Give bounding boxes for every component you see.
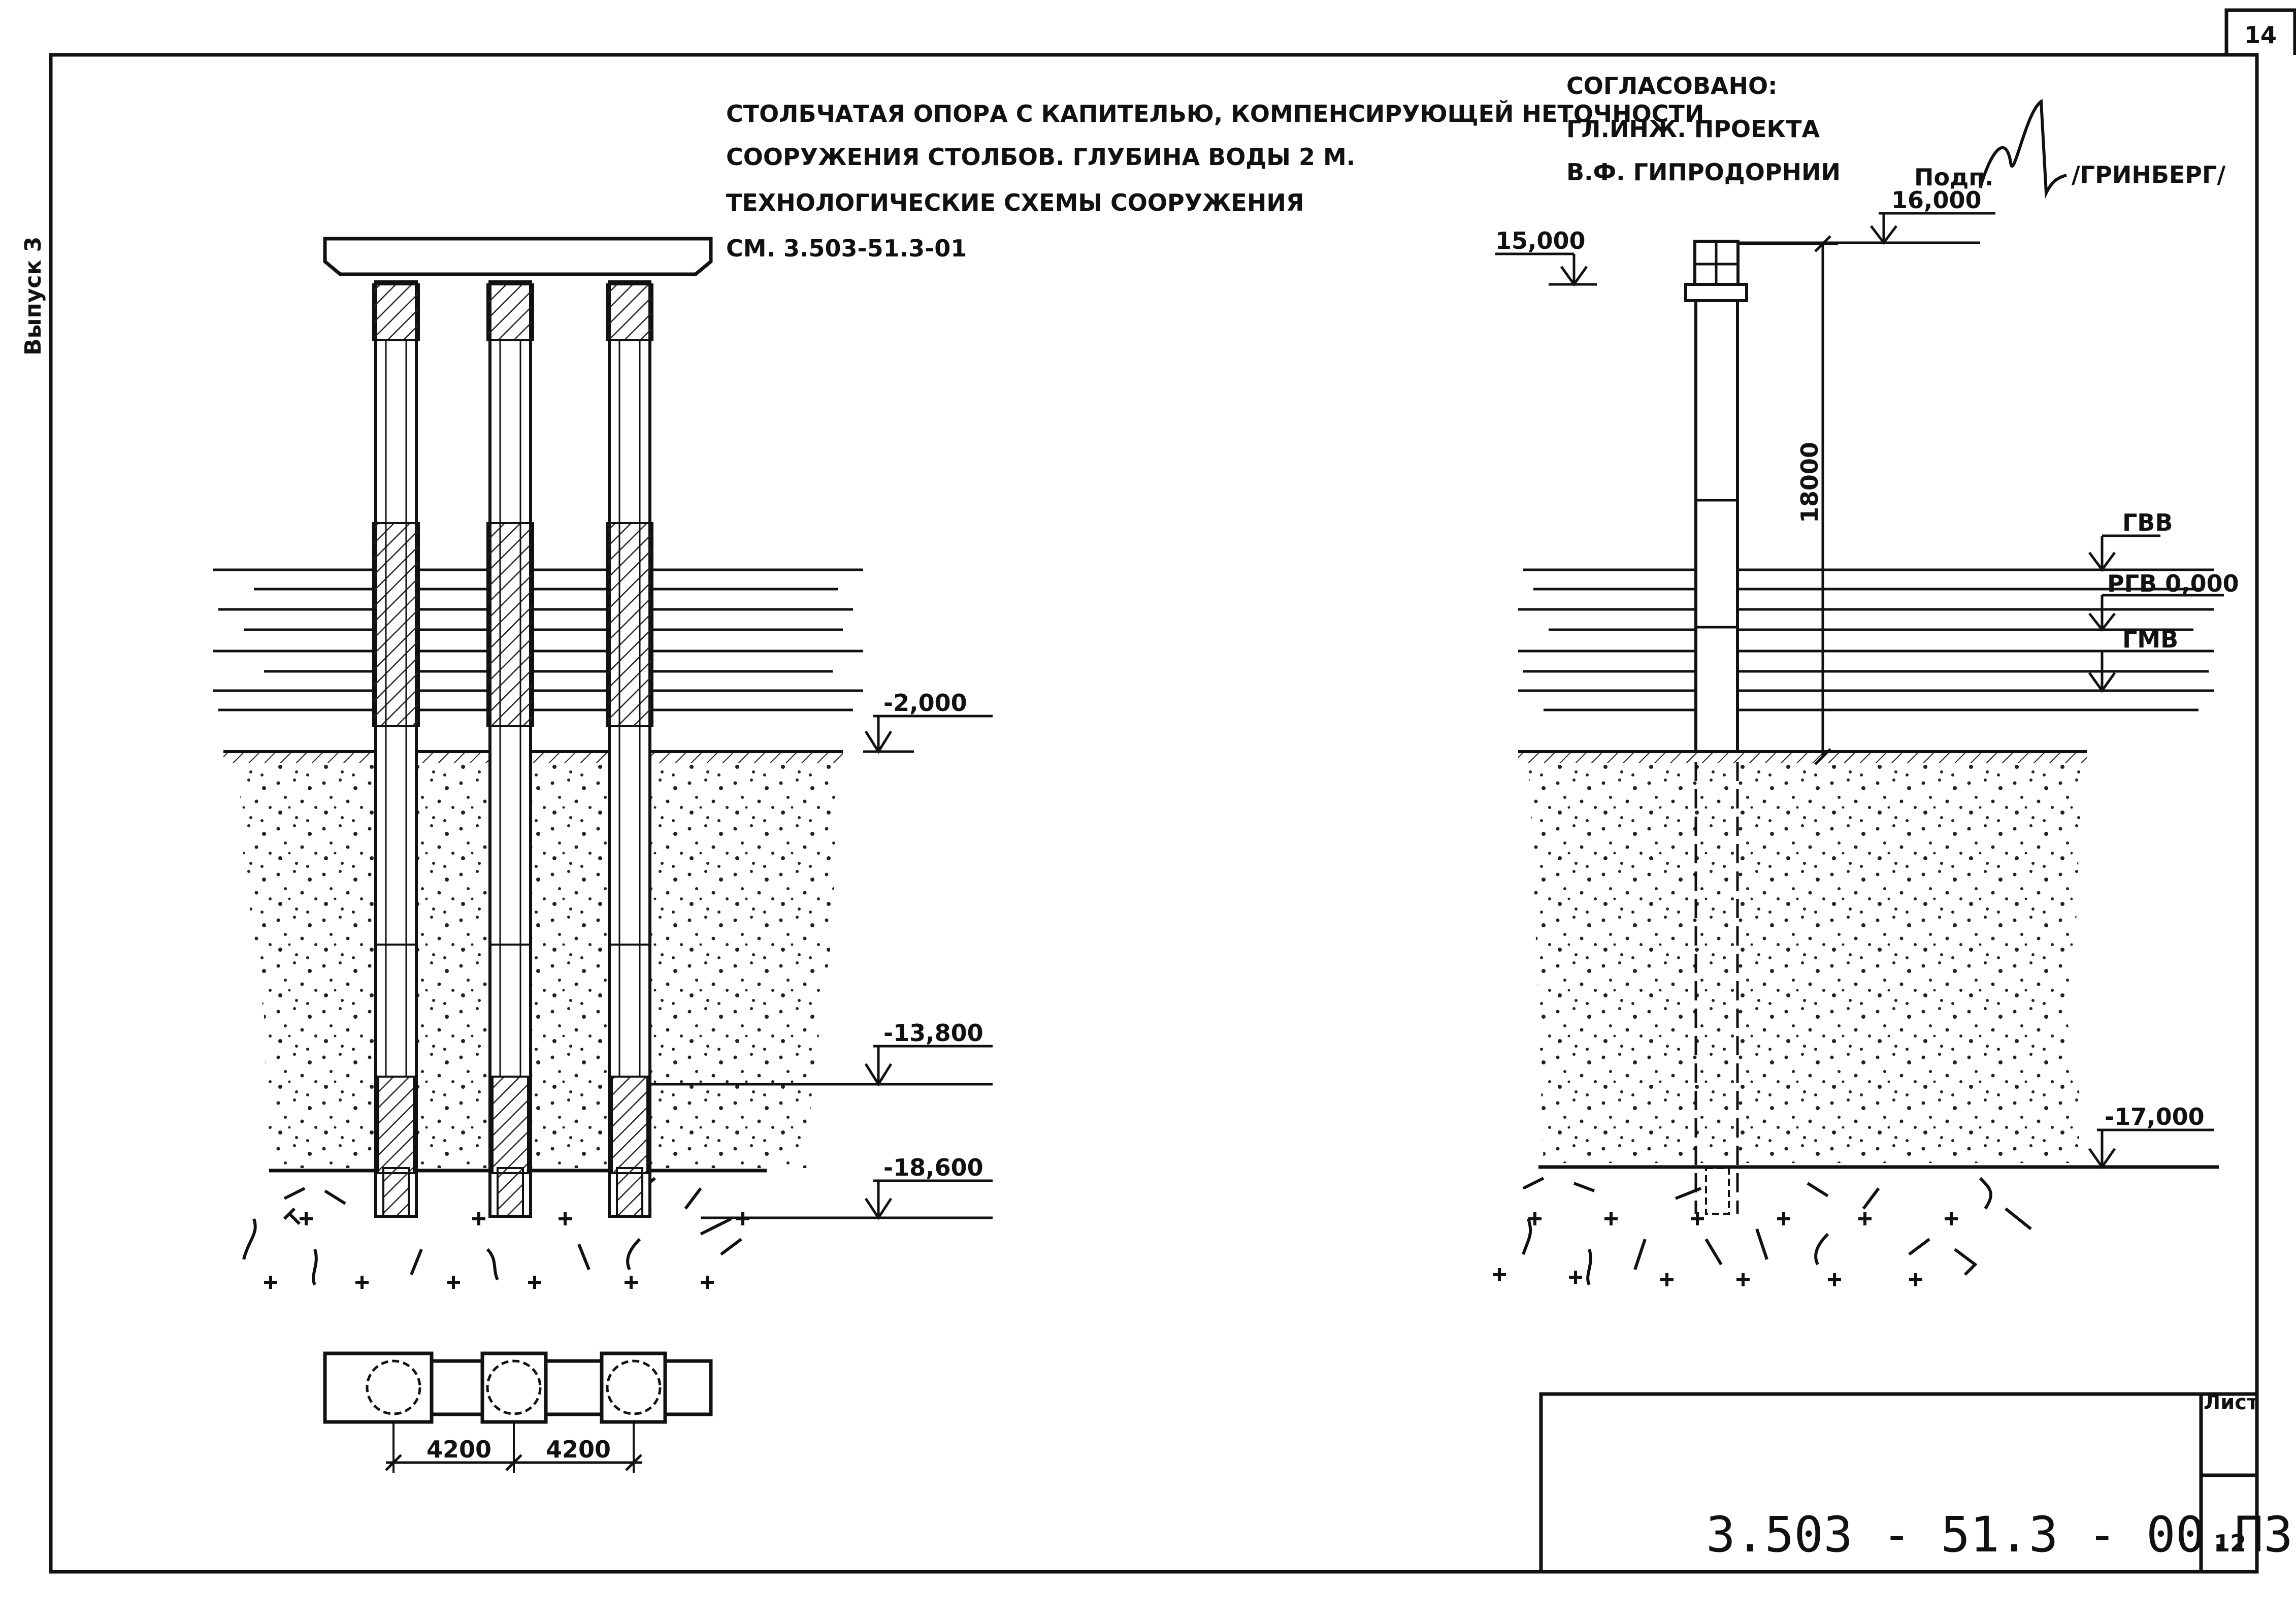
side-label: Выпуск 3 — [20, 237, 46, 355]
left-level-3-label: -18,600 — [883, 1154, 983, 1181]
right-level-bottom-label: -17,000 — [2105, 1103, 2205, 1130]
plan-dim-1: 4200 — [427, 1436, 491, 1463]
approval-block: СОГЛАСОВАНО: ГЛ.ИНЖ. ПРОЕКТА В.Ф. ГИПРОД… — [1566, 72, 2225, 199]
sheet-frame — [49, 8, 2296, 1574]
height-dim-label: 18000 — [1796, 442, 1823, 523]
right-rock — [1493, 1177, 2032, 1286]
left-sand — [239, 763, 838, 1168]
left-level-2 — [864, 1045, 993, 1087]
water-label-rgv: РГВ 0,000 — [2107, 570, 2239, 597]
water-label-gvv: ГВВ — [2122, 509, 2173, 536]
right-level-top-label: 15,000 — [1495, 227, 1586, 254]
approval-line-2: ГЛ.ИНЖ. ПРОЕКТА — [1566, 115, 1820, 143]
left-columns — [372, 280, 653, 1218]
left-level-3 — [864, 1179, 993, 1220]
right-water — [1518, 568, 2214, 711]
right-column — [1684, 240, 1748, 1215]
right-level-bottom — [2088, 1128, 2214, 1170]
right-level-top — [1495, 252, 1597, 287]
title-block: СТОЛБЧАТАЯ ОПОРА С КАПИТЕЛЬЮ, КОМПЕНСИРУ… — [726, 100, 1704, 262]
left-level-1 — [863, 715, 993, 754]
title-line-3: ТЕХНОЛОГИЧЕСКИЕ СХЕМЫ СООРУЖЕНИЯ — [726, 189, 1304, 216]
approval-line-3: В.Ф. ГИПРОДОРНИИ — [1566, 158, 1841, 186]
left-cap — [323, 237, 713, 276]
left-view: -2,000 -13,800 -18,600 — [213, 237, 993, 1473]
approval-line-1: СОГЛАСОВАНО: — [1566, 72, 1778, 100]
column-3 — [606, 280, 653, 1218]
right-view: 18000 15,000 16,000 -17,000 — [1493, 186, 2239, 1286]
title-line-4: СМ. 3.503-51.3-01 — [726, 235, 967, 262]
right-ground-hatch — [1518, 752, 2087, 763]
right-sand — [1528, 763, 2082, 1163]
left-level-2-label: -13,800 — [883, 1019, 983, 1047]
list-label: Лист — [2204, 1391, 2259, 1414]
left-ground-hatch — [223, 752, 843, 763]
right-level-cap-label: 16,000 — [1891, 186, 1982, 214]
column-2 — [486, 280, 534, 1218]
signature-mark — [1979, 99, 2067, 199]
water-level-markers — [2088, 534, 2224, 693]
page-number: 14 — [2244, 21, 2277, 49]
left-level-1-label: -2,000 — [883, 689, 967, 717]
column-1 — [372, 280, 420, 1218]
left-plan — [323, 1351, 713, 1473]
plan-dim-2: 4200 — [546, 1436, 611, 1463]
left-water — [213, 568, 863, 711]
right-level-cap — [1736, 212, 1995, 245]
water-label-gmv: ГМВ — [2122, 626, 2178, 653]
signer-name: /ГРИНБЕРГ/ — [2072, 161, 2225, 188]
list-number: 12 — [2214, 1530, 2246, 1557]
document-code: 3.503 - 51.3 - 00.П3 — [1706, 1506, 2293, 1563]
stamp-box — [1539, 1392, 2259, 1574]
title-line-1: СТОЛБЧАТАЯ ОПОРА С КАПИТЕЛЬЮ, КОМПЕНСИРУ… — [726, 100, 1704, 127]
title-line-2: СООРУЖЕНИЯ СТОЛБОВ. ГЛУБИНА ВОДЫ 2 М. — [726, 143, 1355, 171]
